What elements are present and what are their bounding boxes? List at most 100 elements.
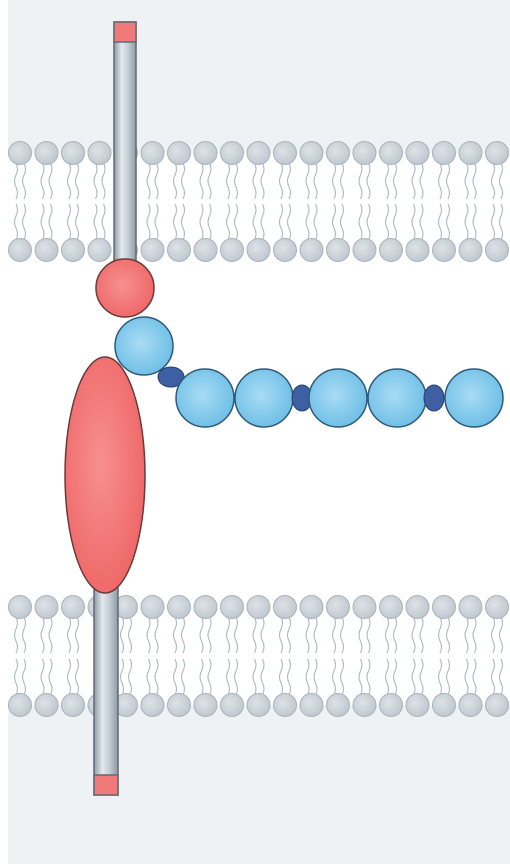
upper-membrane-outer-lipid-head — [140, 141, 165, 165]
lower-membrane-outer-lipid-head — [34, 595, 59, 619]
lower-membrane-inner-lipid-head — [167, 693, 191, 717]
blue-domain-1 — [114, 316, 174, 376]
upper-membrane-outer-lipid-head — [326, 141, 350, 165]
lower-membrane-outer-lipid-head — [273, 595, 297, 619]
upper-membrane-outer-lipid-head — [246, 141, 271, 165]
upper-membrane-inner-lipid-head — [220, 238, 244, 262]
lower-rod-cap — [93, 774, 119, 796]
upper-membrane-inner-lipid-head — [326, 238, 350, 262]
lower-membrane-outer-lipid-head — [326, 595, 350, 619]
upper-membrane-lipid-tails — [172, 162, 186, 241]
lower-membrane-inner-lipid-head — [220, 693, 244, 717]
blue-domain-3 — [234, 368, 294, 428]
upper-membrane-outer-lipid-head — [34, 141, 59, 165]
lower-rod — [93, 569, 119, 796]
lower-membrane — [8, 595, 510, 717]
lower-membrane-outer-lipid-head — [167, 595, 191, 619]
upper-membrane-outer-lipid-head — [87, 141, 112, 165]
upper-membrane — [8, 141, 510, 262]
red-sphere-domain — [95, 258, 155, 318]
lower-membrane-outer-lipid-head — [432, 595, 456, 619]
lower-membrane-outer-lipid-head — [193, 595, 218, 619]
upper-membrane-outer-lipid-head — [61, 141, 85, 165]
upper-membrane-lipid-tails — [66, 162, 80, 241]
lower-membrane-lipid-tails — [278, 616, 292, 696]
lower-membrane-lipid-tails — [252, 616, 265, 696]
lower-membrane-lipid-tails — [411, 616, 424, 696]
upper-membrane-inner-lipid-head — [193, 238, 218, 262]
lower-membrane-inner-lipid-head — [273, 693, 297, 717]
lower-membrane-outer-lipid-head — [379, 595, 403, 619]
lower-membrane-inner-lipid-head — [8, 693, 32, 717]
upper-membrane-inner-lipid-head — [273, 238, 297, 262]
outer-space-top — [8, 0, 510, 160]
lower-membrane-outer-lipid-head — [485, 595, 509, 619]
lower-membrane-outer-lipid-head — [352, 595, 377, 619]
lower-membrane-inner-lipid-head — [34, 693, 59, 717]
blue-domain-4 — [308, 368, 368, 428]
red-ellipse-domain — [64, 356, 146, 594]
upper-membrane-inner-lipid-head — [246, 238, 271, 262]
upper-membrane-inner-lipid-head — [167, 238, 191, 262]
lower-membrane-inner-lipid-head — [61, 693, 85, 717]
upper-membrane-lipid-tails — [278, 162, 292, 241]
upper-membrane-core — [8, 153, 510, 250]
lower-membrane-lipid-tails — [66, 616, 80, 696]
lower-membrane-outer-lipid-head — [458, 595, 483, 619]
lower-membrane-inner-lipid-head — [326, 693, 350, 717]
upper-membrane-lipid-tails — [252, 162, 265, 241]
upper-membrane-outer-lipid-head — [273, 141, 297, 165]
lower-membrane-inner-lipid-head — [140, 693, 165, 717]
lower-membrane-inner-lipid-head — [193, 693, 218, 717]
lower-membrane-inner-lipid-head — [299, 693, 324, 717]
upper-membrane-inner-lipid-head — [61, 238, 85, 262]
upper-membrane-lipid-tails — [40, 162, 53, 241]
lower-membrane-inner-lipid-head — [432, 693, 456, 717]
upper-rod-body — [113, 21, 137, 269]
upper-membrane-outer-lipid-head — [8, 141, 32, 165]
lower-membrane-lipid-tails — [464, 616, 477, 696]
upper-membrane-inner-lipid-head — [87, 238, 112, 262]
outer-space-bottom — [8, 700, 510, 864]
blue-domain-5 — [367, 368, 427, 428]
upper-membrane-outer-lipid-head — [352, 141, 377, 165]
lower-membrane-inner-lipid-head — [458, 693, 483, 717]
upper-membrane-inner-lipid-head — [8, 238, 32, 262]
upper-membrane-lipid-tails — [93, 162, 106, 241]
lower-membrane-outer-lipid-head — [8, 595, 32, 619]
upper-membrane-outer-lipid-head — [485, 141, 509, 165]
upper-membrane-inner-lipid-head — [485, 238, 509, 262]
lower-membrane-lipid-tails — [331, 616, 345, 696]
upper-membrane-outer-lipid-head — [220, 141, 244, 165]
lower-membrane-outer-lipid-head — [140, 595, 165, 619]
upper-membrane-lipid-tails — [464, 162, 477, 241]
upper-membrane-inner-lipid-head — [458, 238, 483, 262]
upper-rod — [113, 21, 137, 269]
lower-membrane-inner-lipid-head — [352, 693, 377, 717]
upper-membrane-outer-lipid-head — [432, 141, 456, 165]
lower-membrane-inner-lipid-head — [405, 693, 430, 717]
lower-membrane-lipid-tails — [437, 616, 451, 696]
lower-membrane-lipid-tails — [199, 616, 212, 696]
lower-membrane-lipid-tails — [305, 616, 318, 696]
upper-membrane-inner-lipid-head — [299, 238, 324, 262]
lower-membrane-outer-lipid-head — [61, 595, 85, 619]
upper-membrane-outer-lipid-head — [405, 141, 430, 165]
lower-membrane-lipid-tails — [225, 616, 239, 696]
upper-membrane-lipid-tails — [490, 162, 504, 241]
lower-membrane-inner-lipid-head — [379, 693, 403, 717]
lower-membrane-lipid-tails — [40, 616, 53, 696]
lower-membrane-inner-lipid-head — [485, 693, 509, 717]
lower-membrane-outer-lipid-head — [405, 595, 430, 619]
lower-membrane-outer-lipid-head — [246, 595, 271, 619]
upper-membrane-inner-lipid-head — [352, 238, 377, 262]
upper-rod-cap — [113, 21, 137, 43]
upper-membrane-outer-lipid-head — [458, 141, 483, 165]
upper-membrane-lipid-tails — [411, 162, 424, 241]
lower-membrane-lipid-tails — [358, 616, 371, 696]
lower-membrane-core — [8, 607, 510, 705]
blue-domain-2 — [175, 368, 235, 428]
upper-membrane-lipid-tails — [358, 162, 371, 241]
upper-membrane-lipid-tails — [146, 162, 159, 241]
